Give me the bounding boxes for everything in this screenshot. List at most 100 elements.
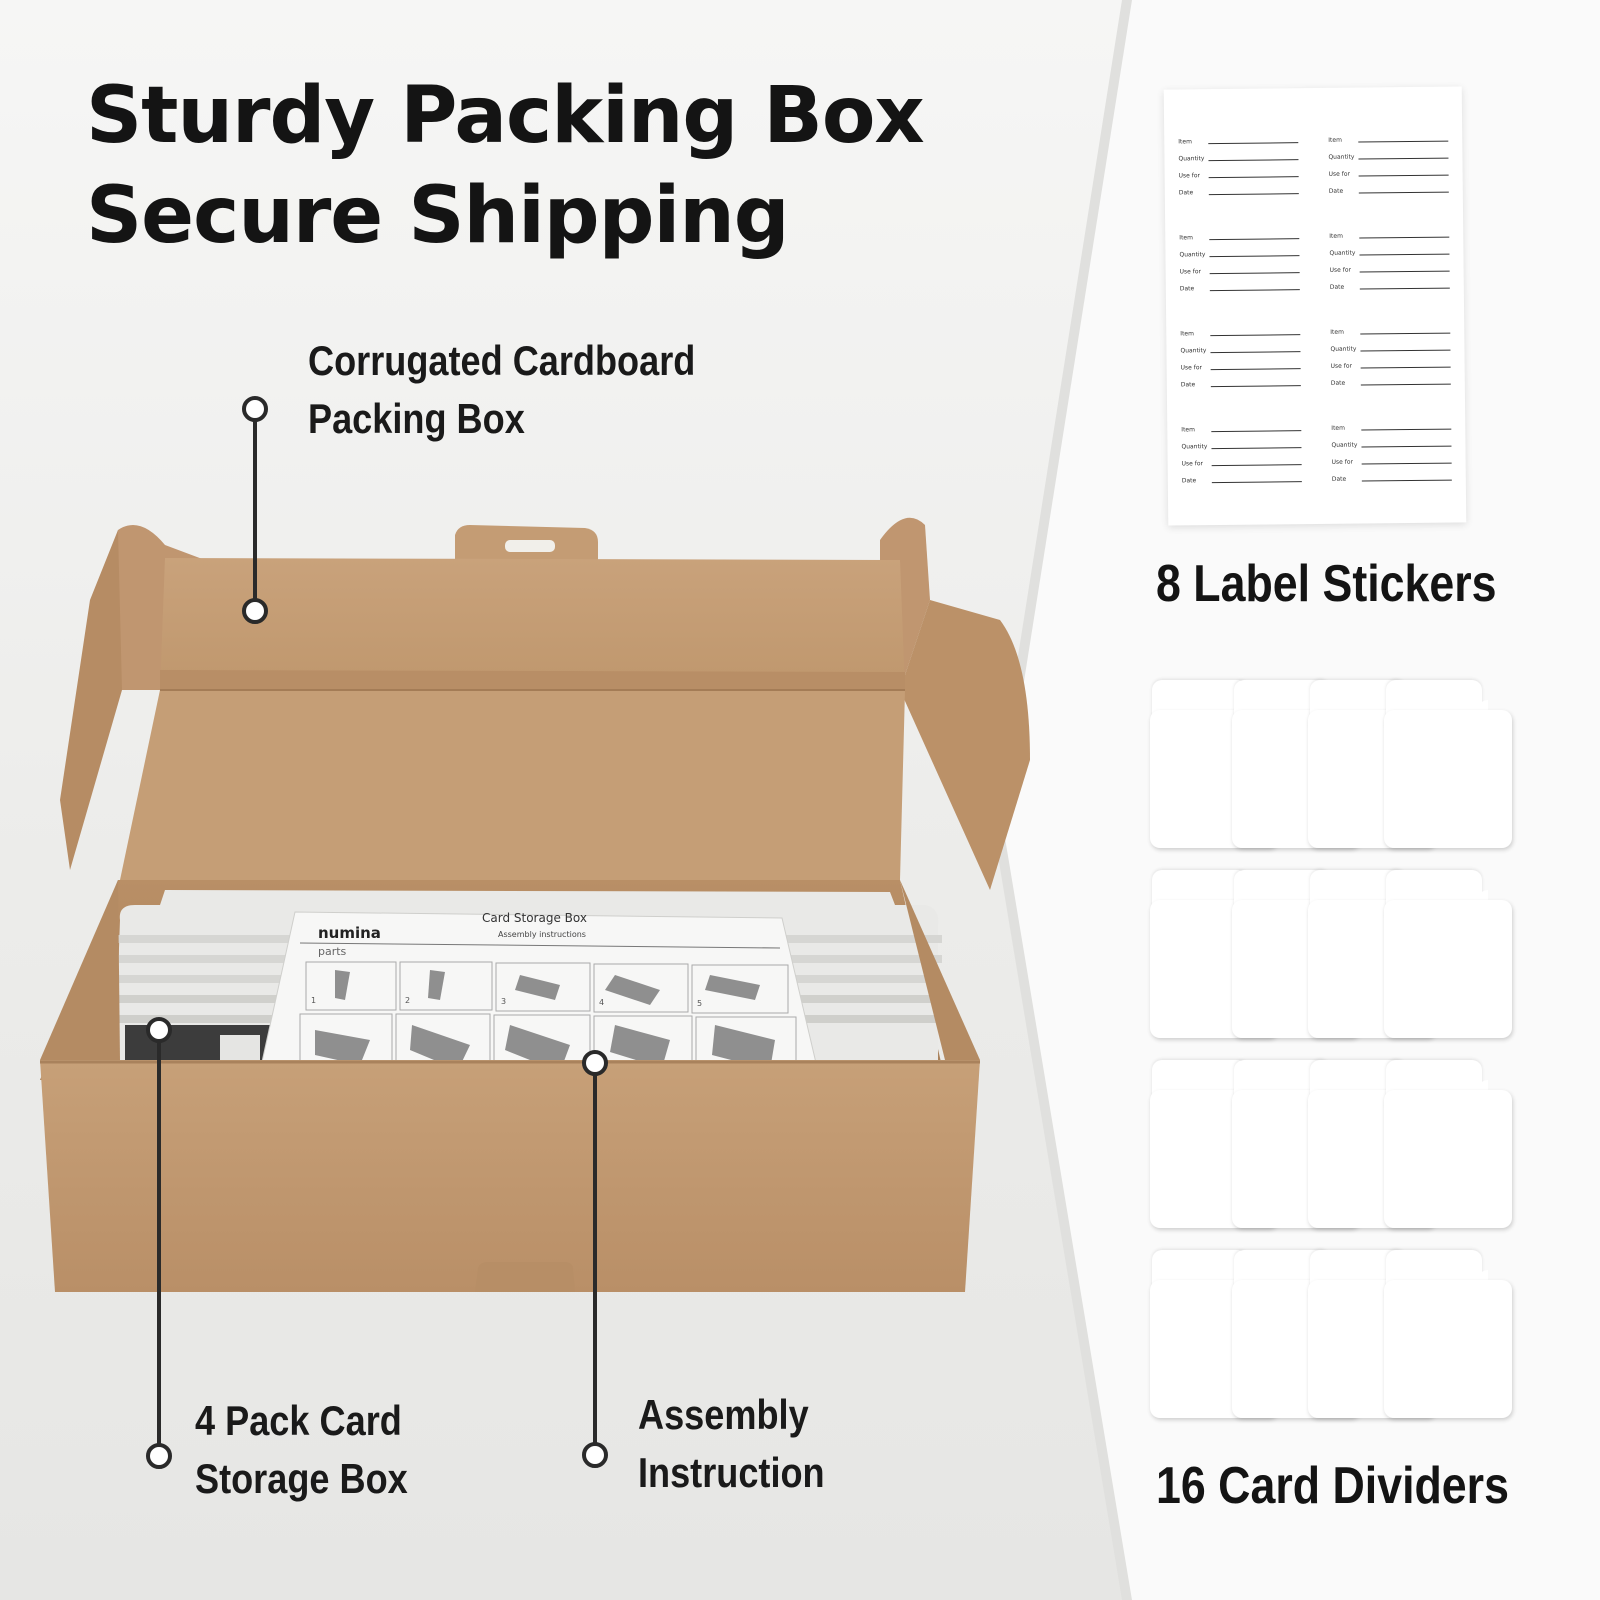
sticker-field-label: Date [1328,187,1344,195]
sticker-field-row: Use for [1328,161,1449,179]
card-storage-callout-line-1: 4 Pack Card [195,1397,402,1444]
sticker-field-row: Quantity [1329,240,1450,258]
sticker-field-label: Item [1328,136,1342,144]
sticker-field-row: Item [1328,127,1449,145]
sticker-field-label: Item [1180,330,1194,338]
instruction-subtitle: Assembly instructions [498,930,586,939]
sticker-field-row: Date [1182,467,1302,485]
sticker-field-row: Date [1331,370,1451,388]
card-divider [1384,1060,1512,1230]
sticker-field-label: Quantity [1331,441,1358,449]
instruction-parts-label: parts [318,945,347,958]
sticker-field-line [1211,430,1302,433]
corrugated-leader-dot-top [242,396,268,422]
sticker-field-label: Use for [1328,170,1351,178]
sticker-field-row: Date [1179,179,1299,197]
sticker-field-line [1210,351,1301,354]
sticker-field-line [1211,447,1302,450]
sticker-field-line [1359,287,1450,290]
sticker-field-line [1210,334,1301,337]
sticker-field-label: Date [1330,379,1346,387]
sticker-field-row: Item [1180,320,1301,338]
sticker-field-line [1208,176,1299,179]
card-divider-body [1384,1280,1512,1418]
sticker-field-row: Use for [1329,257,1450,275]
sticker-field-line [1359,253,1450,256]
headline-line-2: Secure Shipping [86,171,790,261]
sticker-field-row: Quantity [1178,145,1299,163]
sticker-field-row: Quantity [1180,337,1301,355]
sticker-field-line [1209,272,1300,275]
corrugated-leader-line [253,408,257,606]
sticker-field-label: Item [1329,232,1343,240]
sticker-field-row: Item [1329,223,1450,241]
sticker-field-label: Item [1179,234,1193,242]
sticker-field-line [1210,385,1301,388]
sticker-field-line [1358,140,1449,143]
sticker-field-label: Quantity [1180,347,1207,355]
step-number: 1 [311,996,316,1005]
step-number: 3 [501,997,506,1006]
sticker-field-label: Use for [1180,364,1203,372]
sticker-field-line [1208,142,1299,145]
sticker-field-label: Use for [1178,172,1201,180]
sticker-field-line [1208,193,1299,196]
card-storage-callout-line-2: Storage Box [195,1455,408,1502]
assembly-callout-line-2: Instruction [638,1449,825,1496]
card-divider-body [1384,710,1512,848]
sticker-field-line [1211,464,1302,467]
sticker-field-line [1208,159,1299,162]
sticker-field-label: Date [1180,381,1196,389]
assembly-instruction-sheet: numina Card Storage Box Assembly instruc… [257,911,821,1081]
sticker-field-line [1358,174,1449,177]
sticker-field-row: Date [1181,371,1301,389]
sticker-field-row: Date [1180,275,1300,293]
sticker-field-row: Use for [1182,450,1302,468]
sticker-field-label: Date [1331,475,1347,483]
sticker-field-label: Quantity [1330,345,1357,353]
box-lid [160,558,905,690]
sticker-field-row: Quantity [1181,433,1302,451]
sticker-field-row: Item [1181,416,1302,434]
sticker-field-label: Use for [1329,266,1352,274]
sticker-field-row: Item [1178,128,1299,146]
sticker-field-row: Quantity [1331,432,1452,450]
step-number: 5 [697,999,702,1008]
sticker-field-row: Quantity [1330,336,1451,354]
label-stickers-caption: 8 Label Stickers [1156,555,1497,613]
corrugated-callout-line-1: Corrugated Cardboard [308,337,696,384]
sticker-field-row: Use for [1180,258,1300,276]
sticker-field-label: Use for [1330,362,1353,370]
sticker-field-line [1360,383,1451,386]
sticker-field-line [1211,481,1302,484]
sticker-field-label: Item [1331,424,1345,432]
sticker-field-line [1361,479,1452,482]
sticker-field-row: Use for [1178,162,1299,180]
sticker-field-row: Use for [1332,449,1452,467]
sticker-field-row: Use for [1331,353,1451,371]
card-divider [1384,870,1512,1040]
card-storage-leader-dot-top [146,1017,172,1043]
sticker-field-line [1358,191,1449,194]
sticker-field-label: Quantity [1181,443,1208,451]
sticker-field-label: Item [1330,328,1344,336]
sticker-field-line [1209,255,1300,258]
packing-box-illustration: numina Card Storage Box Assembly instruc… [40,517,1030,1292]
card-divider-body [1384,1090,1512,1228]
instruction-title: Card Storage Box [482,911,587,925]
sticker-field-row: Use for [1181,354,1301,372]
sticker-field-line [1361,445,1452,448]
sticker-field-row: Date [1330,274,1450,292]
sticker-field-label: Use for [1181,460,1204,468]
assembly-leader-dot-top [582,1050,608,1076]
card-storage-leader-line [157,1028,161,1454]
sticker-field-line [1360,366,1451,369]
sticker-field-line [1360,349,1451,352]
sticker-field-label: Item [1181,426,1195,434]
